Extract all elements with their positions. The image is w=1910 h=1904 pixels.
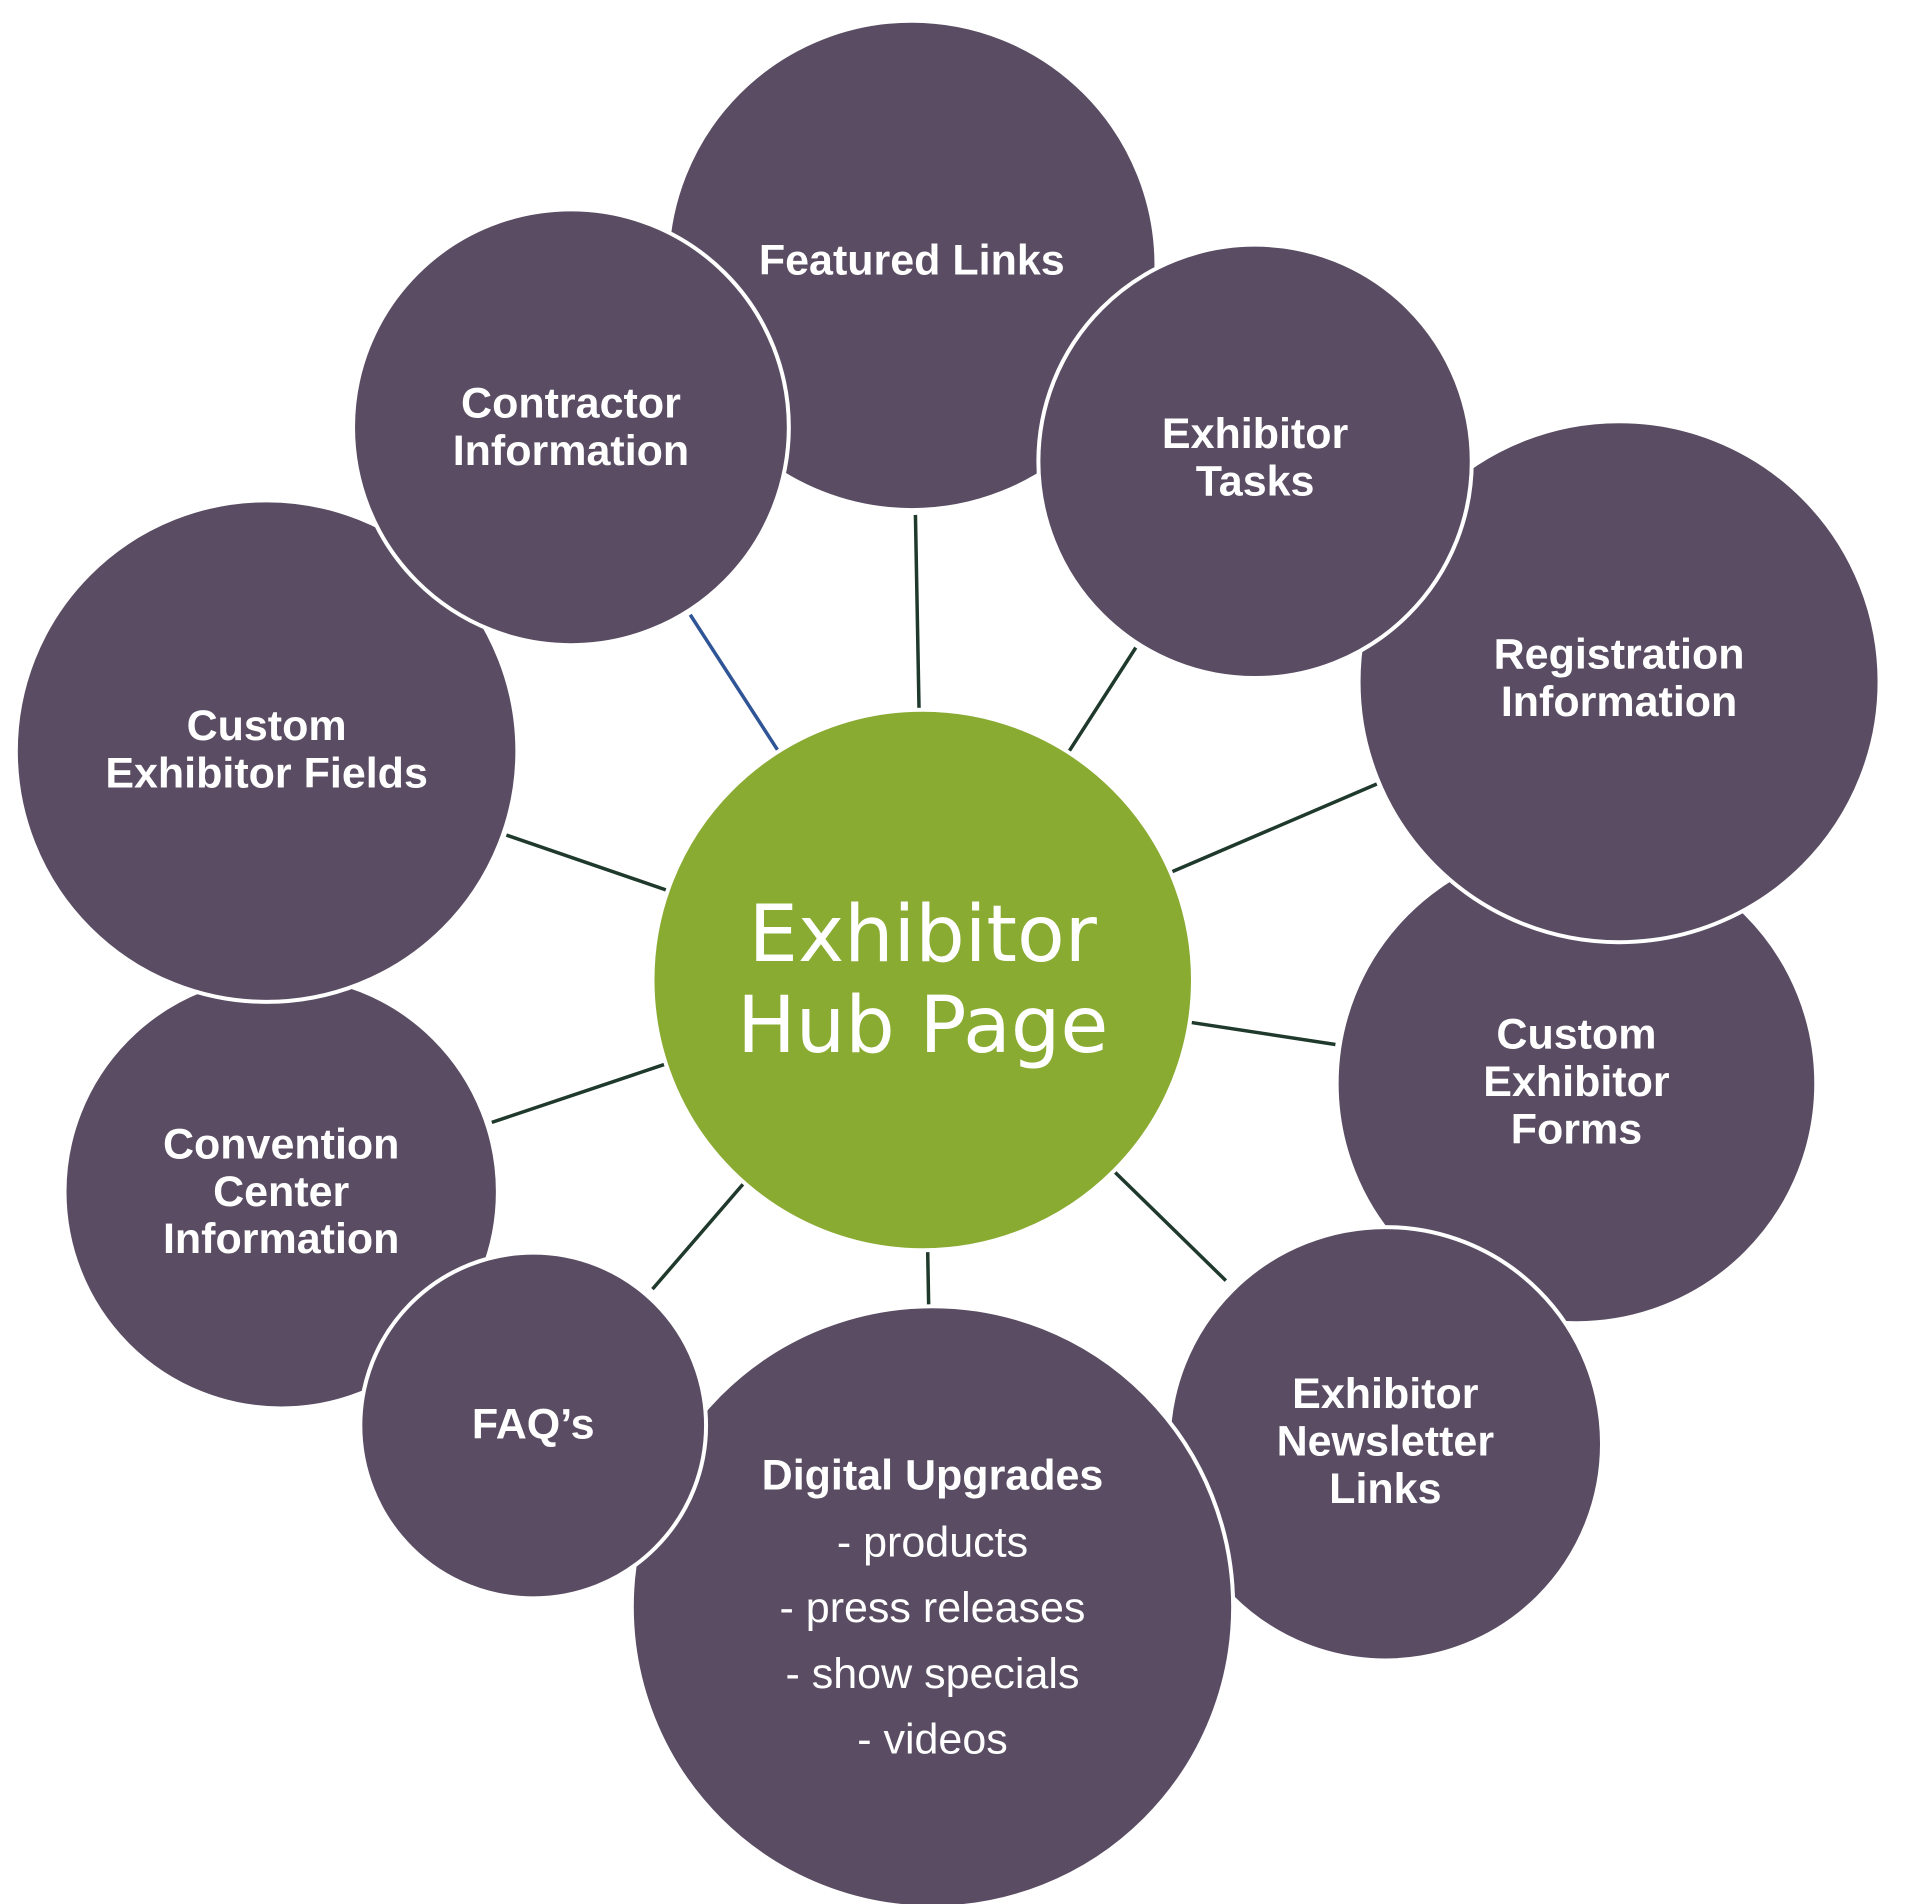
node-label-registration-information: Registration xyxy=(1494,630,1745,678)
connector-custom-exhibitor-fields xyxy=(505,833,667,892)
node-sub-label-digital-upgrades: - press releases xyxy=(780,1584,1086,1632)
connectors xyxy=(491,514,1378,1315)
connector-featured-links xyxy=(913,514,921,713)
node-label-exhibitor-newsletter-links: Links xyxy=(1329,1465,1441,1513)
node-label-exhibitor-newsletter-links: Newsletter xyxy=(1277,1417,1495,1465)
node-label-custom-exhibitor-fields: Exhibitor Fields xyxy=(105,750,428,798)
node-label-featured-links: Featured Links xyxy=(759,237,1065,285)
node-label-exhibitor-newsletter-links: Exhibitor xyxy=(1292,1370,1479,1418)
connector-custom-exhibitor-forms xyxy=(1191,1020,1336,1047)
node-label-convention-center-information: Convention xyxy=(163,1120,399,1168)
connector-digital-upgrades xyxy=(925,1246,931,1315)
hub-circle xyxy=(650,707,1195,1253)
connector-exhibitor-tasks xyxy=(1066,646,1138,755)
node-sub-label-digital-upgrades: - show specials xyxy=(786,1650,1080,1698)
node-label-digital-upgrades: Digital Upgrades xyxy=(762,1451,1104,1499)
node-circle-faqs xyxy=(358,1250,709,1601)
node-circle-contractor-information xyxy=(351,207,791,648)
node-label-contractor-information: Information xyxy=(453,427,689,475)
hub-label: Exhibitor xyxy=(749,890,1098,980)
node-circle-registration-information xyxy=(1356,419,1882,945)
hub-label: Hub Page xyxy=(737,981,1108,1071)
node-label-custom-exhibitor-forms: Custom xyxy=(1496,1011,1656,1059)
node-circle-exhibitor-tasks xyxy=(1036,242,1474,681)
node-sub-label-digital-upgrades: - products xyxy=(837,1518,1028,1566)
connector-contractor-information xyxy=(688,613,781,754)
node-label-convention-center-information: Center xyxy=(213,1168,349,1216)
connector-convention-center-information xyxy=(491,1062,667,1125)
node-label-exhibitor-tasks: Exhibitor xyxy=(1162,410,1349,458)
node-label-custom-exhibitor-forms: Exhibitor xyxy=(1483,1058,1670,1106)
node-sub-label-digital-upgrades: - videos xyxy=(857,1716,1008,1764)
node-label-registration-information: Information xyxy=(1501,678,1737,726)
node-label-custom-exhibitor-fields: Custom xyxy=(187,702,347,750)
node-circle-digital-upgrades xyxy=(629,1304,1236,1904)
node-faqs: FAQ’s xyxy=(358,1250,709,1601)
node-label-faqs: FAQ’s xyxy=(472,1400,595,1448)
spoke-nodes: CustomExhibitorFormsConventionCenterInfo… xyxy=(13,18,1882,1904)
node-digital-upgrades: Digital Upgrades - products - press releas… xyxy=(629,1304,1236,1904)
node-label-convention-center-information: Information xyxy=(163,1215,399,1263)
node-circle-custom-exhibitor-fields xyxy=(13,498,520,1004)
connector-exhibitor-newsletter-links xyxy=(1112,1169,1228,1282)
node-label-exhibitor-tasks: Tasks xyxy=(1196,457,1315,505)
connector-registration-information xyxy=(1171,782,1378,874)
connector-faqs xyxy=(651,1182,746,1291)
node-label-contractor-information: Contractor xyxy=(461,380,681,428)
node-label-custom-exhibitor-forms: Forms xyxy=(1511,1106,1642,1154)
